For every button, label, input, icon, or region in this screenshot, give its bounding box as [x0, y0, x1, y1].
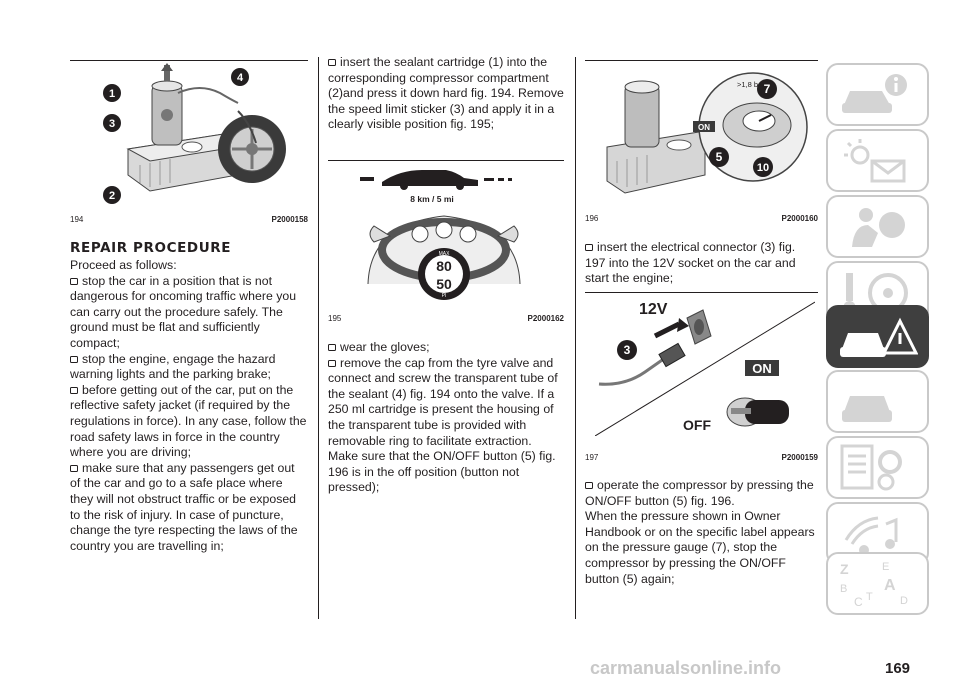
column-divider — [318, 57, 319, 619]
bullet-item: insert the sealant cartridge (1) into th… — [328, 55, 564, 132]
svg-text:10: 10 — [757, 162, 769, 174]
figure-code: P2000158 — [271, 215, 308, 224]
col2-top-text: insert the sealant cartridge (1) into th… — [328, 55, 564, 133]
callout-3: 3 — [103, 114, 121, 132]
figure-197: 12V 3 ON OFF — [595, 296, 815, 436]
figure-197-caption: 197 P2000159 — [585, 453, 818, 462]
figure-code: P2000162 — [527, 314, 564, 323]
note-text: When the pressure shown in Owner Handboo… — [585, 509, 815, 586]
figure-number: 197 — [585, 453, 599, 462]
col1-body: Proceed as follows: stop the car in a po… — [70, 258, 308, 554]
figure-code: P2000159 — [781, 453, 818, 462]
callout-2: 2 — [103, 186, 121, 204]
callout-10: 10 — [753, 157, 773, 177]
technical-data-icon — [840, 444, 902, 491]
on-badge: ON — [745, 360, 779, 376]
svg-text:Z: Z — [840, 561, 849, 577]
callout-7: 7 — [757, 79, 777, 99]
bullet-item: make sure that any passengers get out of… — [70, 461, 308, 555]
figure-top-rule — [70, 60, 308, 61]
tab-car-info[interactable] — [826, 63, 929, 126]
figure-194: 1 3 4 2 — [80, 63, 300, 205]
svg-text:A: A — [884, 577, 896, 594]
svg-text:B: B — [840, 583, 847, 595]
callout-3: 3 — [617, 340, 637, 360]
figure-195: 8 km / 5 mi 80 50 MAX PI — [360, 164, 540, 304]
callout-5: 5 — [709, 147, 729, 167]
tab-emergency[interactable] — [826, 305, 929, 368]
callout-4: 4 — [231, 68, 249, 86]
figure-number: 194 — [70, 215, 84, 224]
svg-text:4: 4 — [237, 72, 244, 84]
col3-text-b: operate the compressor by pressing the O… — [585, 478, 818, 587]
bullet-item: before getting out of the car, put on th… — [70, 382, 307, 460]
dashboard-warning-icon — [844, 139, 906, 183]
svg-text:1: 1 — [109, 88, 115, 100]
car-service-icon — [842, 396, 892, 422]
tab-safety[interactable] — [826, 195, 929, 258]
gauge-ring-bottom: PI — [442, 293, 447, 299]
intro-text: Proceed as follows: — [70, 258, 177, 272]
svg-text:7: 7 — [764, 82, 771, 96]
figure-code: P2000160 — [781, 214, 818, 223]
bullet-item: stop the car in a position that is not d… — [70, 274, 308, 352]
figure-196: >1,8 bar ON 7 5 10 — [595, 65, 815, 205]
svg-text:ON: ON — [698, 123, 710, 132]
svg-text:C: C — [854, 595, 863, 608]
figure-number: 196 — [585, 214, 599, 223]
col2-bottom-text: wear the gloves; remove the cap from the… — [328, 340, 564, 496]
speed-limit-label: 8 km / 5 mi — [410, 194, 453, 204]
svg-text:D: D — [900, 595, 908, 607]
bullet-item: operate the compressor by pressing the O… — [585, 478, 818, 509]
figure-194-caption: 194 P2000158 — [70, 215, 308, 224]
figure-top-rule — [585, 60, 818, 61]
svg-text:3: 3 — [624, 343, 631, 357]
col3-text-a: insert the electrical connector (3) fig.… — [585, 240, 818, 287]
tab-technical-data[interactable] — [826, 436, 929, 499]
voltage-label: 12V — [639, 301, 668, 318]
pressure-label: >1,8 bar — [737, 80, 765, 89]
note-text: Make sure that the ON/OFF button (5) fig… — [328, 449, 556, 495]
on-badge: ON — [693, 121, 715, 132]
gauge-ring-top: MAX — [439, 251, 451, 257]
figure-top-rule — [328, 160, 564, 161]
page-number: 169 — [885, 660, 911, 677]
car-breakdown-icon — [840, 317, 918, 357]
column-divider — [575, 57, 576, 619]
bullet-item: insert the electrical connector (3) fig.… — [585, 240, 818, 287]
svg-text:2: 2 — [109, 190, 115, 202]
index-icon: Z E A B C D T — [840, 561, 908, 608]
watermark: carmanualsonline.info — [590, 658, 782, 678]
svg-text:E: E — [882, 561, 889, 573]
svg-text:5: 5 — [716, 150, 723, 164]
callout-1: 1 — [103, 84, 121, 102]
safety-airbag-icon — [852, 208, 905, 247]
off-label: OFF — [683, 417, 711, 433]
section-heading: REPAIR PROCEDURE — [70, 240, 232, 256]
svg-text:3: 3 — [109, 118, 115, 130]
tab-dashboard-warning[interactable] — [826, 129, 929, 192]
svg-text:ON: ON — [752, 361, 772, 376]
bullet-item: wear the gloves; — [328, 340, 564, 356]
gauge-min-value: 50 — [436, 276, 452, 292]
multimedia-icon — [844, 516, 898, 555]
figure-195-caption: 195 P2000162 — [328, 314, 564, 323]
svg-text:T: T — [866, 591, 873, 603]
tab-maintenance[interactable] — [826, 370, 929, 433]
gauge-max-value: 80 — [436, 258, 452, 274]
figure-196-caption: 196 P2000160 — [585, 214, 818, 223]
figure-top-rule — [585, 292, 818, 293]
figure-number: 195 — [328, 314, 342, 323]
bullet-item: stop the engine, engage the hazard warni… — [70, 352, 308, 383]
car-info-icon — [842, 74, 907, 113]
bullet-item: remove the cap from the tyre valve and c… — [328, 356, 564, 450]
tab-index[interactable]: Z E A B C D T — [826, 552, 929, 615]
